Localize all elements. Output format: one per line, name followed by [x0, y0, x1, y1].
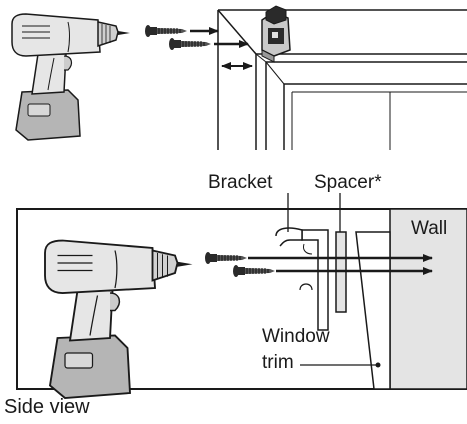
side-screw-upper [204, 251, 248, 265]
top-drill [11, 13, 131, 141]
trim-leader-dot [375, 362, 381, 368]
window-trim-label-line1: Window [262, 326, 330, 347]
top-window-frame [217, 9, 467, 150]
side-view-caption: Side view [4, 396, 90, 418]
side-screw-lower [232, 264, 276, 278]
bracket-label: Bracket [208, 172, 273, 193]
side-view-frame [16, 208, 467, 390]
top-screw-lower [168, 37, 212, 51]
side-drill [44, 239, 194, 399]
top-bracket [261, 5, 291, 63]
top-screw-upper [144, 24, 188, 38]
side-bracket [275, 227, 329, 331]
wall-label: Wall [411, 218, 448, 239]
spacer-label: Spacer* [314, 172, 382, 193]
window-trim-label-line2: trim [262, 352, 294, 373]
